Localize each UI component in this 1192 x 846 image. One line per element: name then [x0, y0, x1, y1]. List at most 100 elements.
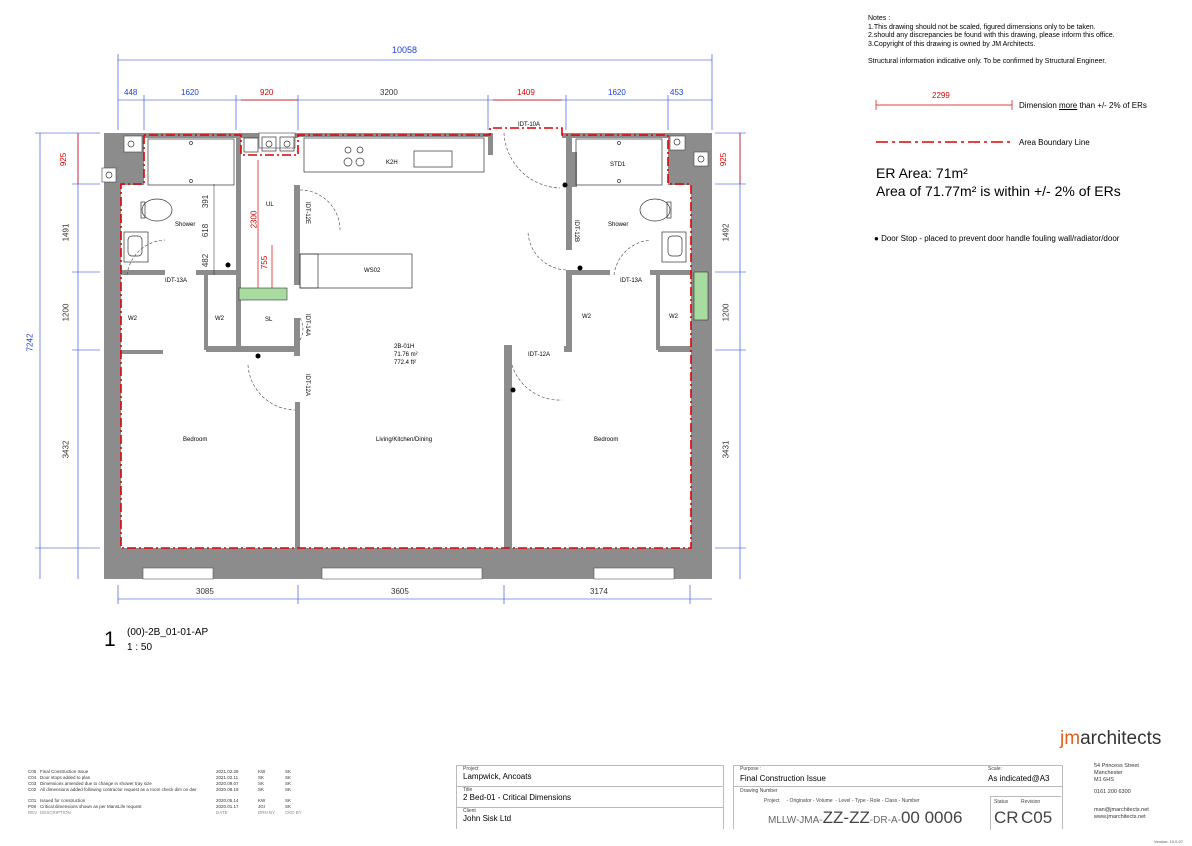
area-boundary-line — [120, 127, 692, 549]
rev-chk: SK — [285, 775, 292, 780]
door-stop-icon: ● — [874, 234, 879, 243]
dim-interior-2300: 2300 — [249, 210, 259, 229]
rev-header: DATE — [216, 810, 228, 815]
rev-chk: SK — [285, 781, 292, 786]
legend-sample-dim: 2299 — [932, 91, 950, 100]
rev-code: C03 — [28, 781, 37, 786]
view-name: (00)-2B_01-01-AP — [127, 627, 209, 638]
dim-top-7: 453 — [670, 88, 684, 97]
door-tag: IDT-12A — [528, 352, 551, 358]
rev-drn: SK — [258, 775, 265, 780]
dimension-lines — [35, 54, 746, 604]
unit-code: 2B-01H — [394, 344, 415, 350]
revision-header: REV DESCRIPTION DATE DRN BY CKD BY — [28, 810, 308, 816]
purpose-label: Purpose : — [740, 766, 762, 772]
dim-right-1: 925 — [719, 152, 729, 167]
note-line: 3.Copyright of this drawing is owned by … — [868, 40, 1036, 48]
room-bedroom-left: Bedroom — [183, 437, 208, 443]
rev-desc: Issued for construction — [40, 798, 86, 803]
rev-code: P08 — [28, 804, 37, 809]
dim-left-4: 3432 — [61, 440, 71, 459]
purpose-value: Final Construction Issue — [740, 774, 826, 783]
rev-chk: SK — [285, 798, 292, 803]
legend-dim-emphasis: more — [1059, 101, 1078, 110]
rev-chk: SK — [285, 769, 292, 774]
title-block-right: Purpose : Final Construction Issue Scale… — [733, 765, 1063, 830]
rev-desc: Dimensions amended due to change in show… — [40, 781, 152, 786]
rev-code: C02 — [28, 787, 37, 792]
rev-code: C04 — [28, 775, 37, 780]
website: www.jmarchitects.net — [1094, 814, 1146, 820]
dim-bottom-2: 3605 — [391, 587, 409, 596]
room-bedroom-right: Bedroom — [594, 437, 619, 443]
drawing-number-label: Drawing Number — [740, 788, 778, 794]
dim-right-3: 1200 — [721, 303, 731, 322]
door-tag: IDT-13A — [620, 278, 643, 284]
dim-top-6: 1620 — [608, 88, 626, 97]
status-value: CR — [994, 808, 1019, 827]
notes-block: Notes : 1.This drawing should not be sca… — [868, 15, 1115, 67]
rev-header: DESCRIPTION — [40, 810, 71, 815]
door-stops — [225, 182, 583, 393]
door-tag: IDT-10A — [518, 122, 541, 128]
rev-desc: Critical dimensions shown as per MansLif… — [40, 804, 142, 809]
client-cell: Client John Sisk Ltd — [457, 808, 723, 828]
revision-label: Revision — [1021, 799, 1041, 805]
legend-dim-text: than +/- 2% of ERs — [1077, 101, 1147, 110]
rev-date: 2021.02.11 — [216, 775, 239, 780]
dim-right-4: 3431 — [721, 440, 731, 459]
revision-row: C04 Door stops added to plan 2021.02.11 … — [28, 775, 308, 781]
email: man@jmarchitects.net — [1094, 807, 1149, 813]
dim-top-5: 1409 — [517, 88, 535, 97]
drawing-number-fields: Project - Originator - Volume - Level - … — [764, 798, 920, 804]
rev-date: 2020.08.18 — [216, 787, 239, 792]
worksurface-code: WS02 — [364, 268, 381, 274]
rev-drn: KW — [258, 798, 266, 803]
purpose-cell: Purpose : Final Construction Issue Scale… — [734, 766, 1062, 787]
project-cell: Project Lampwick, Ancoats — [457, 766, 723, 787]
door-tag: IDT-12A — [304, 373, 311, 397]
rev-drn: SK — [258, 781, 265, 786]
project-name: Lampwick, Ancoats — [463, 772, 532, 781]
revision-row: C03 Dimensions amended due to change in … — [28, 781, 308, 787]
revision-value: C05 — [1021, 808, 1053, 827]
logo-jm: jm — [1060, 728, 1081, 749]
dim-left-2: 1491 — [61, 223, 71, 242]
title-label: Title — [463, 787, 473, 793]
rev-date: 2020.05.14 — [216, 798, 239, 803]
legend-dim-text: Dimension — [1019, 101, 1060, 110]
door-tag: IDT-14A — [304, 313, 311, 337]
rev-chk: SK — [285, 804, 292, 809]
radiator — [693, 271, 709, 321]
revision-table: C05 Final Construction Issue 2021.02.28 … — [28, 769, 308, 816]
title-cell: Title 2 Bed-01 - Critical Dimensions — [457, 787, 723, 808]
revision-row: C02 All dimensions added following contr… — [28, 787, 308, 798]
rev-code: C05 — [28, 769, 37, 774]
door-tag: IDT-12E — [304, 201, 311, 225]
unit-area-m2: 71.76 m² — [394, 352, 418, 358]
revision-row: C05 Final Construction Issue 2021.02.28 … — [28, 769, 308, 775]
dim-interior-755: 755 — [260, 255, 270, 270]
shower-tray-code: STD1 — [610, 162, 626, 168]
scale-label: Scale: — [988, 766, 1002, 772]
status-label: Status — [994, 799, 1009, 805]
kitchen-code: K2H — [386, 160, 398, 166]
dim-bottom-3: 3174 — [590, 587, 608, 596]
dim-left-1: 925 — [59, 152, 69, 167]
dim-left-overall: 7242 — [25, 333, 35, 352]
number-part: MLLW-JMA- — [768, 815, 823, 826]
client-label: Client — [463, 808, 476, 814]
title-block-left: Project Lampwick, Ancoats Title 2 Bed-01… — [456, 765, 724, 829]
rev-header: DRN BY — [258, 810, 276, 815]
rev-date: 2020.01.17 — [216, 804, 239, 809]
dim-overall-top: 10058 — [392, 45, 418, 55]
version-label: Version: 10.0.07 — [1154, 839, 1183, 844]
dim-top-2: 1620 — [181, 88, 199, 97]
room-shower-right: Shower — [608, 222, 629, 228]
dim-bottom-1: 3085 — [196, 587, 214, 596]
door-swings — [126, 132, 651, 411]
rev-header: CKD BY — [285, 810, 302, 815]
door-tag: IDT-13A — [165, 278, 188, 284]
fixtures — [105, 136, 705, 289]
